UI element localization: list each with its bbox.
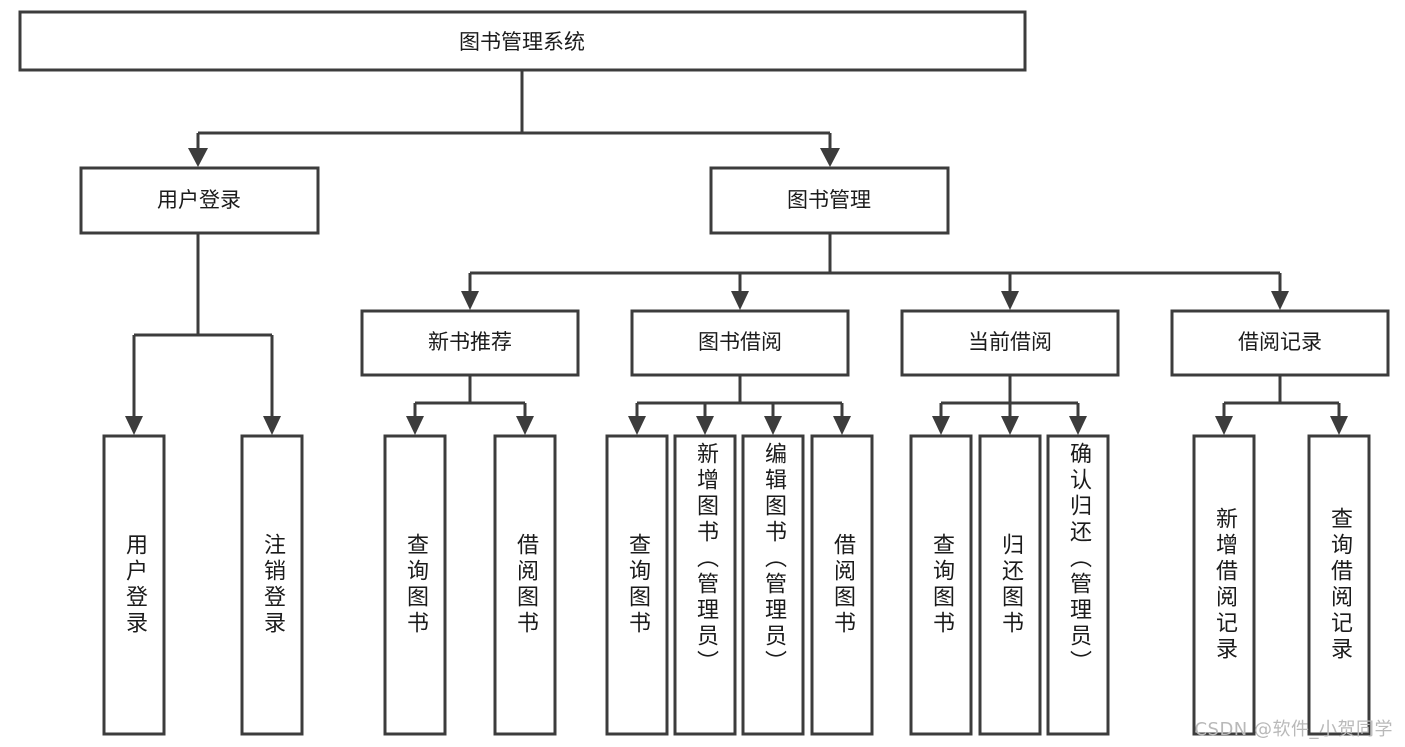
leaf-box-user-login[interactable] (102, 434, 166, 736)
connector-group-user-login (125, 233, 281, 435)
arrow-head-icon (1069, 416, 1087, 435)
connector-group-new-book-rec (406, 375, 534, 435)
arrow-head-icon (820, 148, 840, 167)
node-new-book-rec-label: 新书推荐 (428, 330, 512, 354)
arrow-head-icon (1215, 416, 1233, 435)
arrow-head-icon (696, 416, 714, 435)
node-current-borrow-box[interactable] (900, 309, 1120, 377)
arrow-head-icon (1001, 291, 1019, 310)
node-borrow-record-label: 借阅记录 (1238, 330, 1322, 354)
node-user-login-box[interactable] (79, 166, 320, 235)
node-root[interactable]: 图书管理系统 (18, 10, 1027, 72)
node-user-login[interactable]: 用户登录 (79, 166, 320, 235)
connector-group-book-borrow (628, 375, 851, 435)
leaf-box-add-book[interactable] (673, 434, 737, 736)
arrow-head-icon (263, 416, 281, 435)
node-current-borrow[interactable]: 当前借阅 (900, 309, 1120, 377)
node-book-manage-box[interactable] (709, 166, 950, 235)
arrow-head-icon (406, 416, 424, 435)
node-new-book-rec-box[interactable] (360, 309, 580, 377)
node-new-book-rec[interactable]: 新书推荐 (360, 309, 580, 377)
leaf-box-logout-login[interactable] (240, 434, 304, 736)
arrow-head-icon (731, 291, 749, 310)
node-book-borrow-label: 图书借阅 (698, 330, 782, 354)
connector-group-borrow-record (1215, 375, 1348, 435)
leaf-box-confirm-return[interactable] (1046, 434, 1110, 736)
connector-group-book-manage (461, 233, 1289, 310)
node-book-manage[interactable]: 图书管理 (709, 166, 950, 235)
node-borrow-record[interactable]: 借阅记录 (1170, 309, 1390, 377)
connector-group-root (188, 70, 840, 167)
leaf-box-query-record[interactable] (1307, 434, 1371, 736)
leaf-box-borrow-book-1[interactable] (493, 434, 557, 736)
arrow-head-icon (932, 416, 950, 435)
leaf-box-query-book-2[interactable] (605, 434, 669, 736)
arrow-head-icon (764, 416, 782, 435)
node-user-login-label: 用户登录 (157, 188, 241, 212)
node-book-borrow-box[interactable] (630, 309, 850, 377)
node-borrow-record-box[interactable] (1170, 309, 1390, 377)
leaf-box-query-book-3[interactable] (909, 434, 973, 736)
arrow-head-icon (1271, 291, 1289, 310)
leaf-box-return-book[interactable] (978, 434, 1042, 736)
arrow-head-icon (833, 416, 851, 435)
arrow-head-icon (188, 148, 208, 167)
node-root-box[interactable] (18, 10, 1027, 72)
arrow-head-icon (628, 416, 646, 435)
arrow-head-icon (1001, 416, 1019, 435)
node-book-borrow[interactable]: 图书借阅 (630, 309, 850, 377)
arrow-head-icon (125, 416, 143, 435)
leaf-box-group (102, 434, 1371, 736)
arrow-head-icon (1330, 416, 1348, 435)
connector-group-current-borrow (932, 375, 1087, 435)
leaf-box-query-book-1[interactable] (383, 434, 447, 736)
node-book-manage-label: 图书管理 (787, 188, 871, 212)
node-root-label: 图书管理系统 (459, 30, 585, 54)
leaf-box-add-record[interactable] (1192, 434, 1256, 736)
leaf-box-borrow-book-2[interactable] (810, 434, 874, 736)
arrow-head-icon (516, 416, 534, 435)
arrow-head-icon (461, 291, 479, 310)
csdn-watermark: CSDN @软件_小贺同学 (1194, 719, 1393, 740)
node-current-borrow-label: 当前借阅 (968, 330, 1052, 354)
leaf-box-edit-book[interactable] (741, 434, 805, 736)
